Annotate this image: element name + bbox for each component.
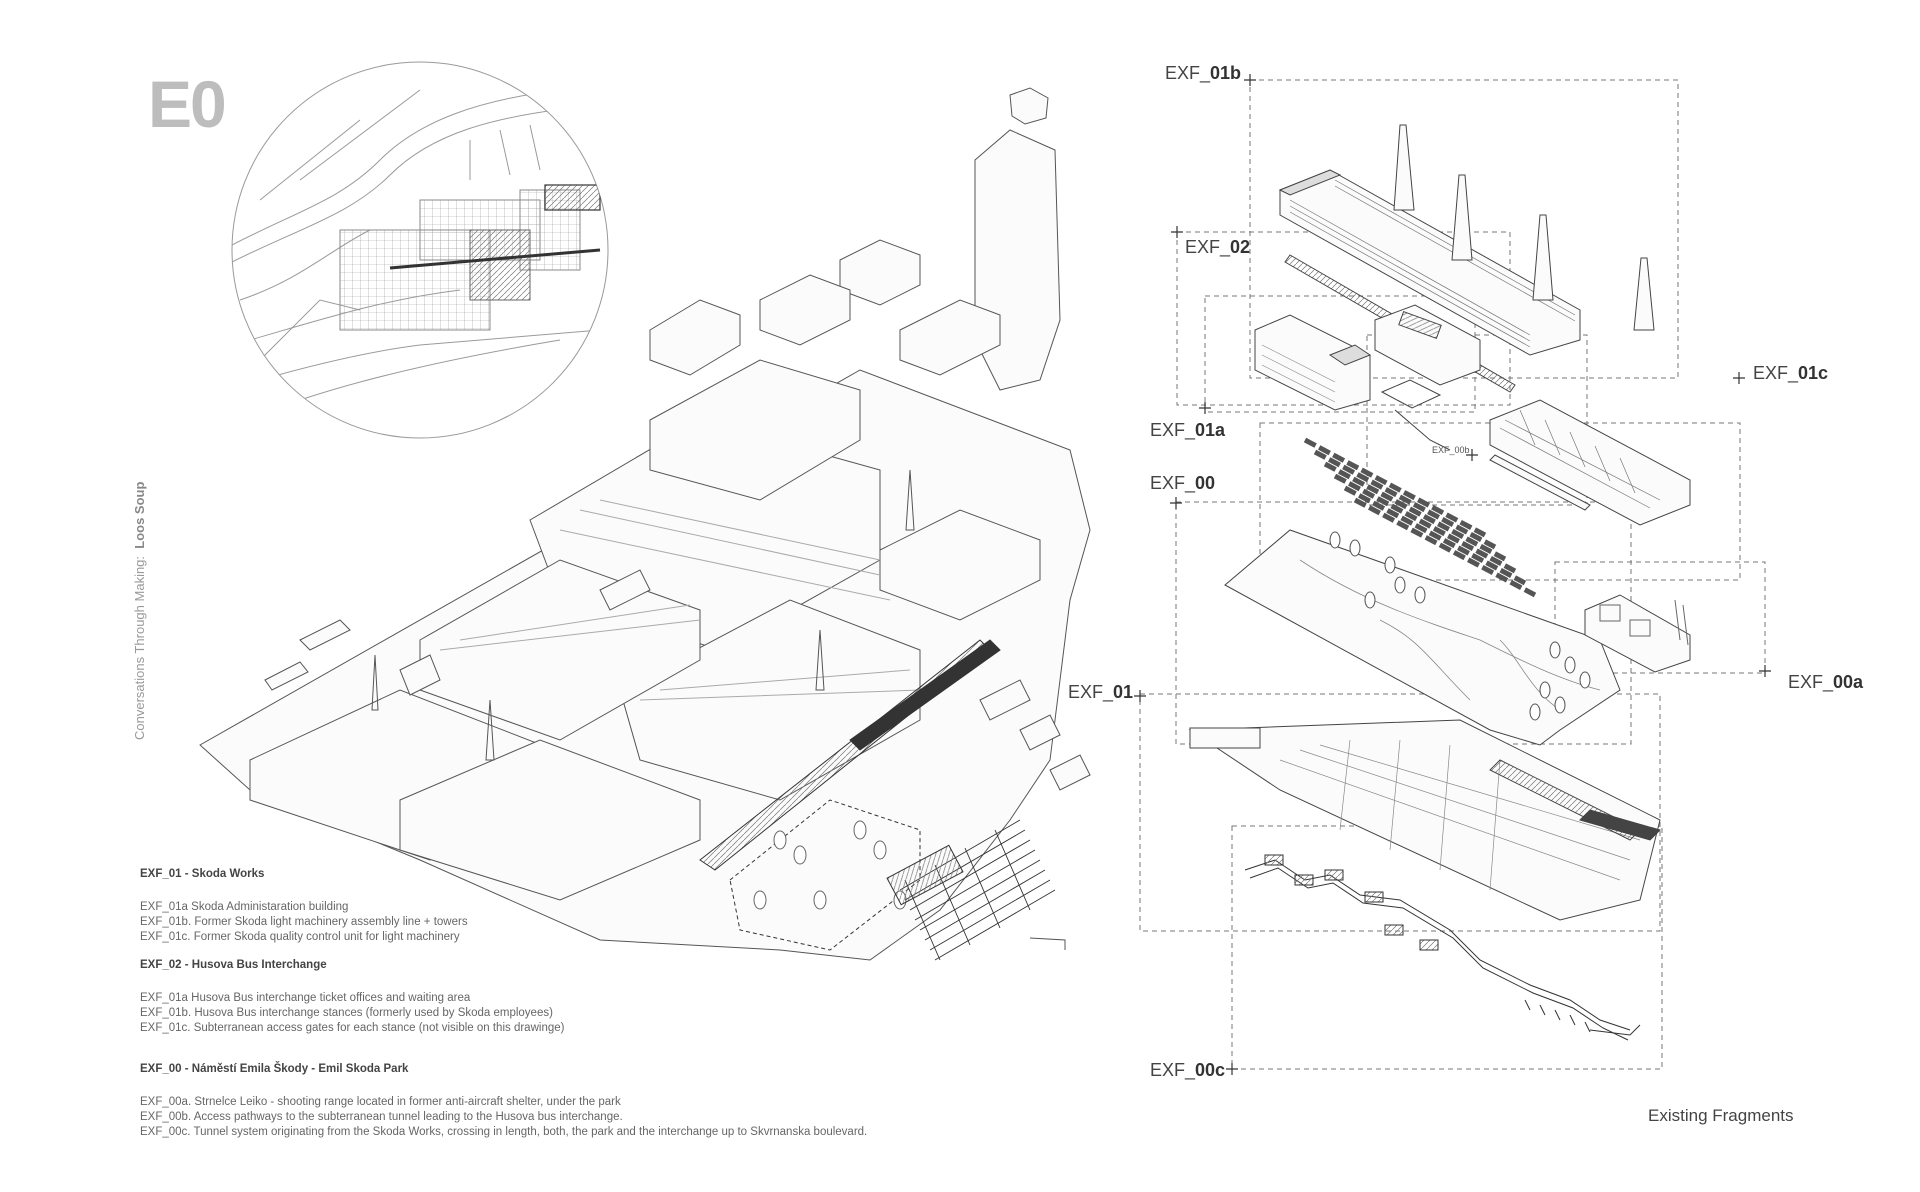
stances-grid xyxy=(1303,437,1537,598)
legend-item: EXF_00c. Tunnel system originating from … xyxy=(140,1126,868,1138)
label-exf-00c: EXF_00c xyxy=(1150,1060,1226,1080)
label-exf-01a: EXF_01a xyxy=(1150,420,1226,440)
tunnel-system xyxy=(1244,854,1641,1041)
legend-item: EXF_00a. Strnelce Leiko - shooting range… xyxy=(140,1096,621,1108)
label-exf-00b: EXF_00b xyxy=(1432,445,1470,455)
legend-item: EXF_01b. Former Skoda light machinery as… xyxy=(140,916,468,928)
frame-exf-00b xyxy=(1366,334,1588,506)
exploded-fragments xyxy=(1134,74,1771,1075)
label-exf-01c: EXF_01c xyxy=(1753,363,1829,383)
label-exf-00: EXF_00 xyxy=(1150,473,1216,493)
label-exf-00a: EXF_00a xyxy=(1788,672,1864,692)
legend-group-skoda-works: EXF_01 - Skoda Works EXF_01a Skoda Admin… xyxy=(140,867,468,945)
legend-heading: EXF_02 - Husova Bus Interchange xyxy=(140,959,327,971)
legend-heading: EXF_00 - Náměstí Emila Škody - Emil Skod… xyxy=(140,1063,409,1075)
legend-item: EXF_01a Husova Bus interchange ticket of… xyxy=(140,992,471,1004)
location-map xyxy=(231,61,609,439)
legend-group-bus-interchange: EXF_02 - Husova Bus Interchange EXF_01a … xyxy=(140,958,564,1036)
frame-exf-00c xyxy=(1231,825,1663,1070)
registration-marks xyxy=(1134,74,1771,1075)
label-exf-02: EXF_02 xyxy=(1185,237,1251,257)
legend-item: EXF_01a Skoda Administaration building xyxy=(140,901,349,913)
legend-item: EXF_01c. Former Skoda quality control un… xyxy=(140,931,460,943)
frame-exf-01b xyxy=(1249,79,1679,379)
frame-exf-01c xyxy=(1259,422,1741,581)
site-axonometric xyxy=(199,87,1091,961)
legend-item: EXF_01b. Husova Bus interchange stances … xyxy=(140,1007,553,1019)
legend-heading: EXF_01 - Skoda Works xyxy=(140,868,265,880)
label-exf-01b: EXF_01b xyxy=(1165,63,1242,83)
sheet-code: E0 xyxy=(148,67,227,141)
label-exf-01: EXF_01 xyxy=(1068,682,1134,702)
sheet-title: Existing Fragments xyxy=(1648,1106,1794,1125)
frame-exf-00a xyxy=(1554,561,1766,674)
legend-item: EXF_00b. Access pathways to the subterra… xyxy=(140,1111,623,1123)
legend-item: EXF_01c. Subterranean access gates for e… xyxy=(140,1022,565,1034)
legend-group-park: EXF_00 - Náměstí Emila Škody - Emil Skod… xyxy=(140,1062,867,1140)
